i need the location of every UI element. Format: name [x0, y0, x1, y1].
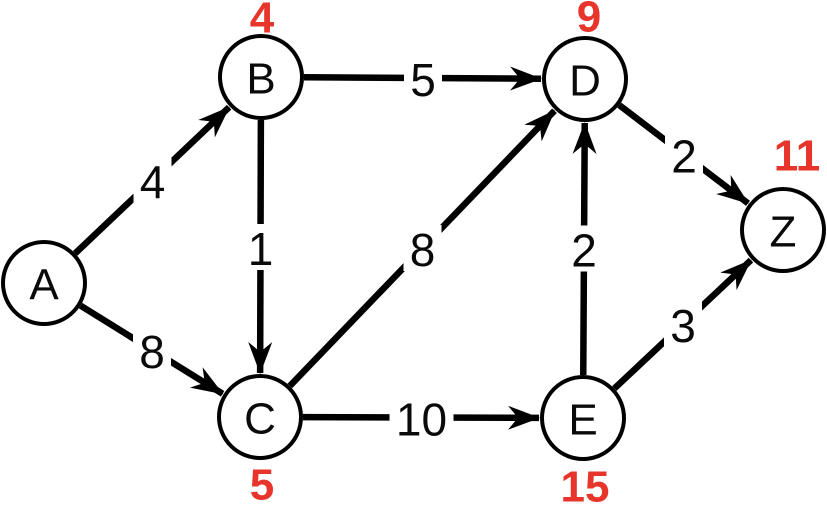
distance-label-C: 5: [250, 461, 274, 505]
node-E: [540, 375, 626, 461]
edge-weight-bg-C-D: [403, 225, 442, 271]
edge-weight-bg-C-E: [389, 394, 454, 441]
edge-weight-A-C: 8: [139, 326, 165, 378]
edge-weight-D-Z: 2: [671, 131, 697, 183]
node-label-Z: Z: [770, 208, 797, 257]
node-label-B: B: [246, 55, 275, 104]
edge-weight-bg-B-D: [404, 55, 442, 101]
node-C: [217, 374, 303, 460]
edge-weight-E-Z: 3: [670, 300, 696, 352]
node-A: [1, 240, 87, 326]
node-Z: [740, 187, 826, 273]
distance-label-B: 4: [250, 0, 275, 43]
node-label-C: C: [244, 395, 276, 444]
node-B: [218, 34, 304, 120]
node-D: [542, 36, 628, 122]
node-label-A: A: [29, 261, 59, 310]
edge-weight-bg-E-Z: [664, 301, 702, 347]
edge-weight-E-D: 2: [571, 225, 597, 277]
edge-weight-B-D: 5: [410, 54, 436, 106]
edge-weight-C-E: 10: [396, 394, 447, 446]
edge-weight-bg-A-B: [133, 157, 172, 203]
edge-weight-bg-A-C: [133, 327, 171, 373]
node-label-E: E: [568, 396, 597, 445]
edge-weight-bg-E-D: [565, 225, 603, 272]
edge-weight-B-C: 1: [248, 223, 274, 275]
node-label-D: D: [569, 57, 601, 106]
edge-weight-bg-D-Z: [665, 131, 703, 178]
distance-label-E: 15: [561, 463, 610, 505]
edge-weight-C-D: 8: [410, 224, 436, 276]
edge-weight-A-B: 4: [140, 156, 166, 208]
distance-label-Z: 11: [774, 132, 821, 181]
distance-label-D: 9: [577, 0, 601, 42]
edge-weight-bg-B-C: [241, 224, 280, 270]
